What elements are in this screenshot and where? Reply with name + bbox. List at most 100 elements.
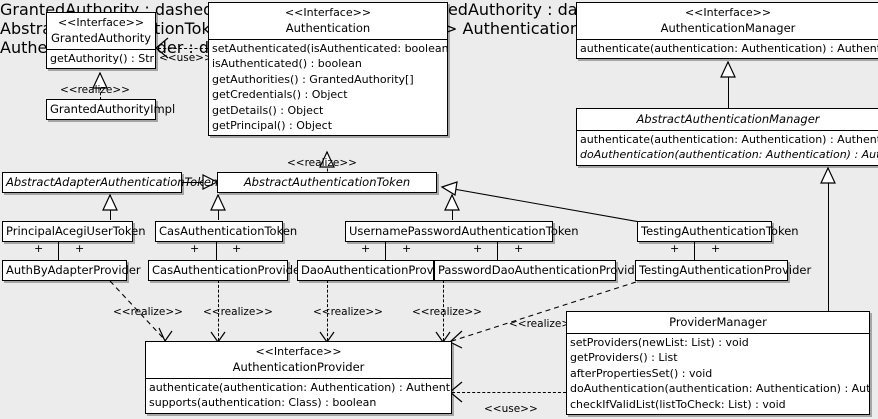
member-item: setAuthenticated(isAuthenticated: boolea… (212, 42, 447, 55)
member-item: getProviders() : List (570, 351, 678, 365)
class-authentication[interactable]: <<Interface>> Authentication setAuthenti… (208, 2, 448, 137)
member-item: doAuthentication(authentication: Authent… (570, 382, 869, 396)
class-name: AuthByAdapterProvider (6, 263, 141, 277)
class-auth-by-adapter-provider[interactable]: AuthByAdapterProvider (2, 260, 141, 281)
realization-passworddaoprovider (443, 280, 444, 341)
class-header: <<Interface>> AuthenticationProvider (146, 342, 451, 379)
association-usernamepassword-daoprovider (385, 240, 386, 261)
class-members: setProviders(newList: List) : void getPr… (567, 334, 869, 414)
member-item: authenticate(authentication: Authenticat… (580, 42, 878, 55)
class-name: GrantedAuthority (51, 31, 152, 45)
multiplicity-marker: + (34, 242, 44, 255)
class-testing-authentication-token[interactable]: TestingAuthenticationToken (637, 221, 799, 242)
stereotype-label: <<Interface>> (255, 345, 342, 358)
member-item: authenticate(authentication: Authenticat… (149, 381, 451, 394)
class-password-dao-authentication-provider[interactable]: PasswordDaoAuthenticationProvider (434, 260, 646, 281)
class-header: PasswordDaoAuthenticationProvider (435, 261, 646, 280)
multiplicity-marker: + (232, 242, 242, 255)
class-name: PrincipalAcegiUserToken (6, 224, 146, 238)
class-header: UsernamePasswordAuthenticationToken (346, 222, 579, 241)
class-header: AuthByAdapterProvider (3, 261, 141, 280)
class-name: Authentication (285, 21, 371, 35)
member-item: getCredentials() : Object (212, 88, 348, 102)
class-name: GrantedAuthorityImpl (50, 102, 176, 116)
class-cas-authentication-provider[interactable]: CasAuthenticationProvider (148, 260, 305, 281)
class-authentication-manager[interactable]: <<Interface>> AuthenticationManager auth… (576, 2, 878, 60)
member-item: authenticate(authentication: Authenticat… (580, 133, 878, 146)
member-item: setProviders(newList: List) : void (570, 336, 749, 349)
stereotype-label: <<Interface>> (684, 6, 772, 19)
class-testing-authentication-provider[interactable]: TestingAuthenticationProvider (635, 260, 811, 281)
class-name: DaoAuthenticationProvider (301, 263, 456, 277)
label-realize-daoprovider: <<realize>> (313, 306, 383, 318)
generalization-providermanager (828, 168, 829, 312)
member-item: checkIfValidList(listToCheck: List) : vo… (570, 397, 786, 411)
stereotype-label: <<Interface>> (57, 16, 145, 29)
multiplicity-marker: + (514, 242, 524, 255)
member-item: getAuthority() : String (50, 52, 155, 65)
class-name: CasAuthenticationToken (159, 224, 298, 238)
generalization-principalacegiusertoken (110, 195, 111, 220)
class-header: AbstractAdapterAuthenticationToken (3, 173, 219, 192)
class-members: authenticate(authentication: Authenticat… (577, 131, 878, 165)
multiplicity-marker: + (75, 242, 85, 255)
class-name: AbstractAuthenticationManager (636, 112, 820, 126)
class-dao-authentication-provider[interactable]: DaoAuthenticationProvider (297, 260, 456, 281)
multiplicity-marker: + (711, 242, 721, 255)
class-header: GrantedAuthorityImpl (47, 100, 176, 119)
association-castoken-casprovider (216, 240, 217, 261)
class-header: PrincipalAcegiUserToken (3, 222, 146, 241)
class-header: <<Interface>> Authentication (209, 3, 447, 40)
label-realize-authbyadapterprovider: <<realize>> (113, 306, 183, 318)
label-realize-passworddaoprovider: <<realize>> (412, 306, 482, 318)
member-item: doAuthentication(authentication: Authent… (580, 148, 878, 162)
generalization-abstractauthenticationmanager (728, 62, 729, 109)
multiplicity-marker: + (473, 242, 483, 255)
member-item: supports(authentication: Class) : boolea… (149, 396, 377, 410)
class-authentication-provider[interactable]: <<Interface>> AuthenticationProvider aut… (145, 341, 452, 414)
class-abstract-adapter-authentication-token[interactable]: AbstractAdapterAuthenticationToken (2, 172, 219, 193)
multiplicity-marker: + (670, 242, 680, 255)
class-cas-authentication-token[interactable]: CasAuthenticationToken (155, 221, 298, 242)
class-granted-authority-impl[interactable]: GrantedAuthorityImpl (46, 99, 176, 120)
class-header: TestingAuthenticationToken (638, 222, 799, 241)
class-name: TestingAuthenticationToken (641, 224, 799, 238)
multiplicity-marker: + (361, 242, 371, 255)
generalization-abstractadaptertoken (182, 182, 217, 183)
label-use-grantedauthority: <<use>> (159, 52, 213, 64)
class-members: getAuthority() : String (47, 50, 155, 68)
realization-daoprovider (327, 280, 328, 341)
class-header: <<Interface>> AuthenticationManager (577, 3, 878, 40)
stereotype-label: <<Interface>> (284, 6, 372, 19)
association-principalacegi-authbyadapter (58, 240, 59, 261)
dependency-authentication-to-grantedauthority (158, 48, 208, 49)
generalization-usernamepasswordtoken (452, 195, 453, 220)
member-item: afterPropertiesSet() : void (570, 366, 713, 380)
member-item: isAuthenticated() : boolean (212, 57, 362, 71)
class-name: AuthenticationManager (660, 21, 796, 35)
class-principal-acegi-user-token[interactable]: PrincipalAcegiUserToken (2, 221, 146, 242)
class-provider-manager[interactable]: ProviderManager setProviders(newList: Li… (566, 311, 870, 416)
class-name: UsernamePasswordAuthenticationToken (349, 224, 579, 238)
label-use-providermanager: <<use>> (484, 403, 538, 415)
class-username-password-authentication-token[interactable]: UsernamePasswordAuthenticationToken (345, 221, 579, 242)
dependency-providermanager-to-authenticationprovider (452, 392, 566, 393)
class-name: AbstractAdapterAuthenticationToken (6, 175, 219, 189)
class-name: ProviderManager (669, 315, 767, 329)
member-item: getDetails() : Object (212, 103, 324, 117)
class-granted-authority[interactable]: <<Interface>> GrantedAuthority getAuthor… (46, 12, 156, 70)
class-header: <<Interface>> GrantedAuthority (47, 13, 155, 50)
realization-casprovider (218, 280, 219, 341)
class-header: AbstractAuthenticationManager (577, 109, 878, 131)
class-abstract-authentication-manager[interactable]: AbstractAuthenticationManager authentica… (576, 108, 878, 166)
association-testingtoken-testingprovider (694, 240, 695, 261)
class-header: CasAuthenticationToken (156, 222, 298, 241)
class-name: AuthenticationProvider (232, 360, 365, 374)
class-abstract-authentication-token[interactable]: AbstractAuthenticationToken (217, 172, 437, 193)
class-members: authenticate(authentication: Authenticat… (146, 379, 451, 413)
member-item: getPrincipal() : Object (212, 119, 333, 133)
class-header: TestingAuthenticationProvider (636, 261, 811, 280)
class-header: ProviderManager (567, 312, 869, 334)
label-realize-casprovider: <<realize>> (203, 306, 273, 318)
association-usernamepassword-passworddaoprovider (497, 240, 498, 261)
